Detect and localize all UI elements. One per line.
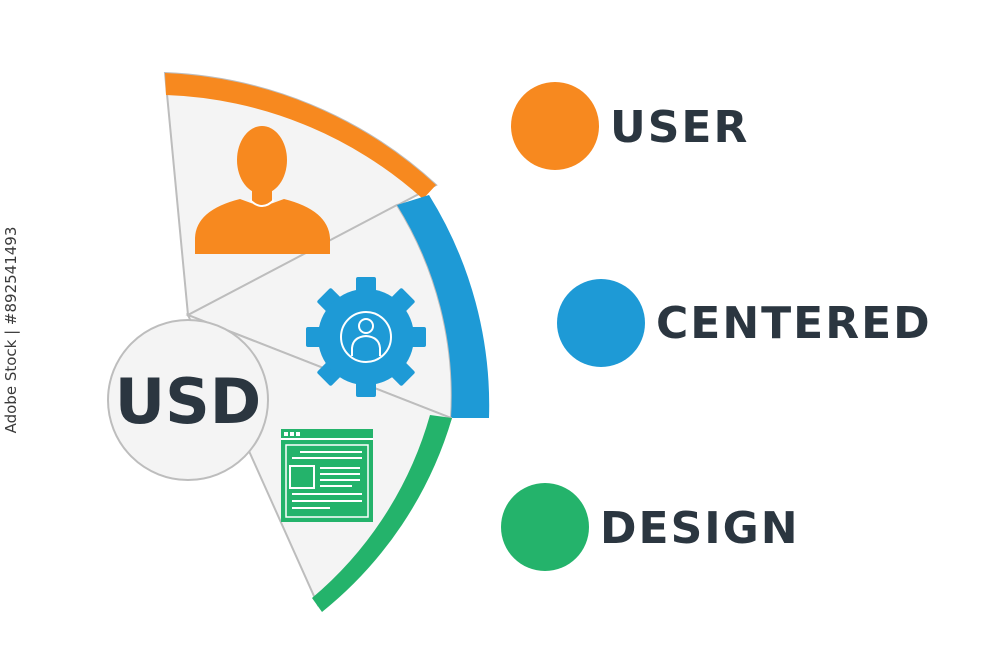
- web-page-icon: [281, 429, 373, 522]
- legend-dot-user: [511, 82, 599, 170]
- segment-page-arc: [312, 415, 452, 612]
- legend-dot-design: [501, 483, 589, 571]
- term-design: DESIGN: [600, 503, 800, 554]
- legend-dot-centered: [557, 279, 645, 367]
- center-circle: [107, 319, 269, 481]
- center-label: USD: [115, 365, 261, 438]
- term-user: USER: [610, 102, 750, 153]
- segment-user-arc: [165, 73, 436, 199]
- user-icon: [195, 126, 330, 254]
- stock-watermark: Adobe Stock | #892541493: [2, 226, 20, 434]
- segment-gear-arc: [397, 195, 490, 418]
- term-centered: CENTERED: [656, 298, 932, 349]
- gear-icon: [306, 277, 426, 397]
